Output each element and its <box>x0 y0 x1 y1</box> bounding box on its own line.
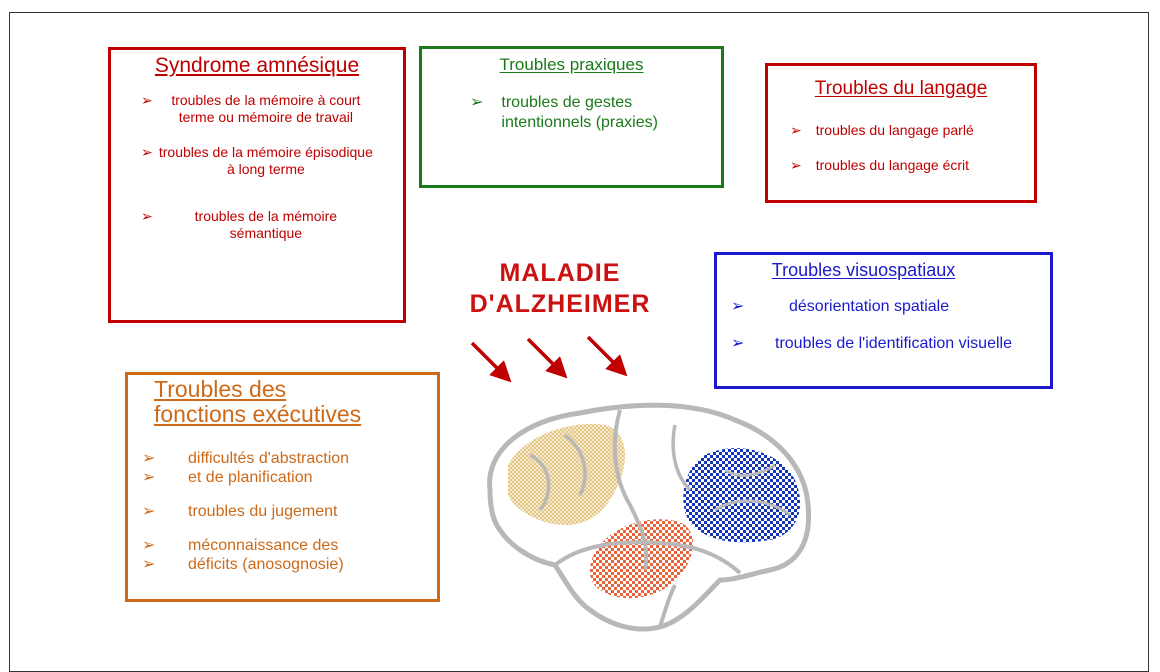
item-text: déficits (anosognosie) <box>188 556 344 573</box>
box-title: Troubles praxiques <box>499 55 644 74</box>
list-item: ➢ troubles du langage écrit <box>790 157 1034 174</box>
item-text: troubles de la mémoire épisodique à long… <box>158 144 373 177</box>
list-item: ➢ méconnaissance des <box>142 536 437 555</box>
frontal-region <box>508 424 625 525</box>
brain-sulcus <box>553 540 742 575</box>
arrow-bullet-icon: ➢ <box>142 450 156 467</box>
list-item: ➢ troubles de gestes intentionnels (prax… <box>470 93 721 133</box>
item-text: méconnaissance des <box>188 537 339 554</box>
brain-stem <box>658 584 677 628</box>
list-item: ➢ difficultés d'abstraction <box>142 449 437 468</box>
arrow-bullet-icon: ➢ <box>142 503 156 520</box>
arrow-bullet-icon: ➢ <box>790 157 802 173</box>
list-group: ➢ difficultés d'abstraction ➢ et de plan… <box>142 449 437 487</box>
item-text: troubles du langage écrit <box>815 157 970 173</box>
box-syndrome-amnesique: Syndrome amnésique ➢ troubles de la mémo… <box>108 47 406 323</box>
brain-sulcus <box>714 499 791 517</box>
item-text: troubles du langage parlé <box>815 122 974 138</box>
brain-sulcus <box>529 453 551 512</box>
item-list: ➢ troubles de la mémoire à court terme o… <box>111 92 403 242</box>
box-fonctions-executives: Troubles des fonctions exécutives ➢ diff… <box>125 372 440 602</box>
box-title-line: fonctions exécutives <box>154 401 362 427</box>
item-list: ➢ troubles du langage parlé ➢ troubles d… <box>768 122 1034 174</box>
arrow-bullet-icon: ➢ <box>141 92 153 108</box>
item-text: troubles du jugement <box>188 503 338 520</box>
item-text: troubles de gestes intentionnels (praxie… <box>501 94 658 131</box>
item-text: désorientation spatiale <box>789 298 950 315</box>
list-item: ➢ désorientation spatiale <box>731 297 1050 316</box>
brain-sulcus <box>671 424 692 492</box>
arrow-bullet-icon: ➢ <box>790 122 802 138</box>
box-title-line: Troubles des <box>154 376 287 402</box>
temporal-region <box>589 519 694 599</box>
brain-sulcus <box>612 409 649 571</box>
brain-sulcus <box>724 463 776 477</box>
arrow-bullet-icon: ➢ <box>731 298 745 315</box>
brain-outline <box>487 402 812 632</box>
arrow-bullet-icon: ➢ <box>142 556 156 573</box>
box-title: Troubles du langage <box>814 78 988 99</box>
list-item: ➢ troubles de la mémoire sémantique <box>111 208 403 242</box>
item-list: ➢ troubles de gestes intentionnels (prax… <box>422 93 721 133</box>
brain-sulcus <box>563 433 587 496</box>
arrow-icon <box>526 337 568 379</box>
item-text: troubles de la mémoire sémantique <box>194 208 338 241</box>
box-troubles-visuospatiaux: Troubles visuospatiaux ➢ désorientation … <box>714 252 1053 389</box>
list-group: ➢ méconnaissance des ➢ déficits (anosogn… <box>142 536 437 574</box>
arrow-bullet-icon: ➢ <box>731 335 745 352</box>
item-text: troubles de l'identification visuelle <box>775 335 1012 352</box>
list-item: ➢ troubles de la mémoire à court terme o… <box>111 92 403 126</box>
item-text: et de planification <box>188 469 313 486</box>
list-item: ➢ et de planification <box>142 468 437 487</box>
list-item: ➢ troubles du jugement <box>142 502 437 521</box>
list-item: ➢ troubles du langage parlé <box>790 122 1034 139</box>
disease-title-line: D'ALZHEIMER <box>469 290 651 318</box>
item-text: troubles de la mémoire à court terme ou … <box>171 92 361 125</box>
item-list: ➢ désorientation spatiale ➢ troubles de … <box>717 297 1050 353</box>
box-title: Syndrome amnésique <box>154 54 360 77</box>
item-list: ➢ difficultés d'abstraction ➢ et de plan… <box>128 449 437 574</box>
list-group: ➢ troubles du jugement <box>142 502 437 521</box>
list-item: ➢ troubles de la mémoire épisodique à lo… <box>111 144 403 178</box>
arrow-bullet-icon: ➢ <box>141 208 153 224</box>
arrows-icon <box>470 335 628 383</box>
brain-icon <box>487 402 812 632</box>
arrow-bullet-icon: ➢ <box>470 94 484 111</box>
disease-title-line: MALADIE <box>499 259 621 287</box>
item-text: difficultés d'abstraction <box>188 450 350 467</box>
list-item: ➢ déficits (anosognosie) <box>142 555 437 574</box>
arrow-icon <box>586 335 628 377</box>
disease-title: MALADIE D'ALZHEIMER <box>432 258 688 320</box>
arrow-bullet-icon: ➢ <box>142 537 156 554</box>
arrow-icon <box>470 341 512 383</box>
arrow-bullet-icon: ➢ <box>141 144 153 160</box>
list-item: ➢ troubles de l'identification visuelle <box>731 334 1050 353</box>
box-title: Troubles des fonctions exécutives <box>128 377 437 427</box>
occipital-region <box>683 448 801 543</box>
box-title: Troubles visuospatiaux <box>771 260 956 280</box>
box-troubles-langage: Troubles du langage ➢ troubles du langag… <box>765 63 1037 203</box>
arrow-bullet-icon: ➢ <box>142 469 156 486</box>
box-troubles-praxiques: Troubles praxiques ➢ troubles de gestes … <box>419 46 724 188</box>
